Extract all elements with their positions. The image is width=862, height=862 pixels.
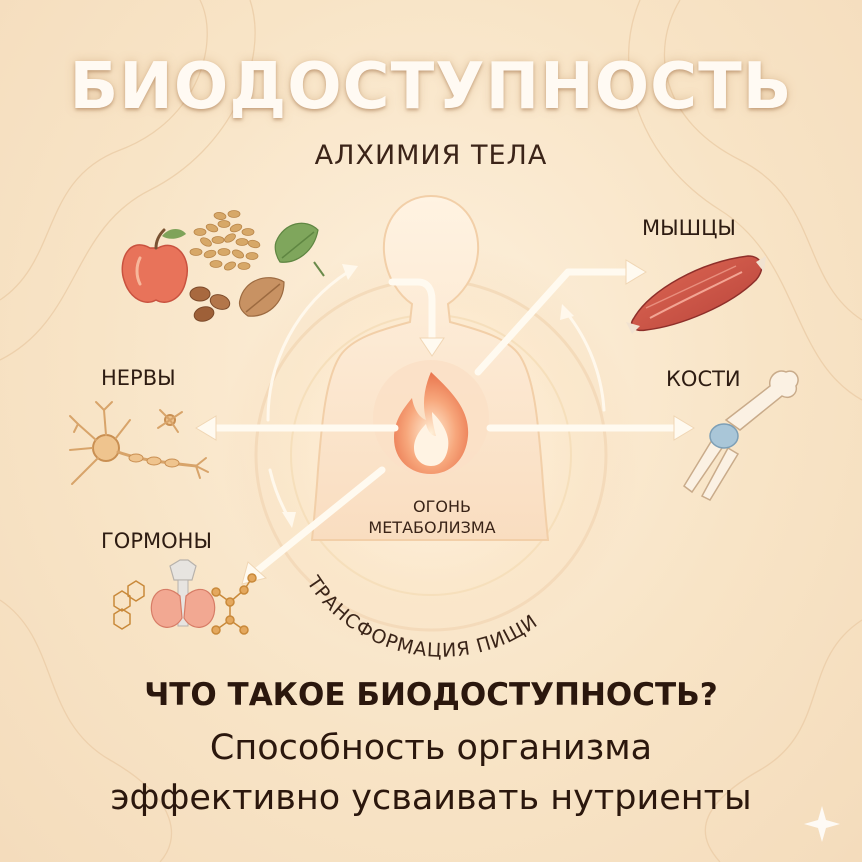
sparkle-icon [804, 806, 840, 842]
label-bones: КОСТИ [666, 367, 741, 391]
label-hormones: ГОРМОНЫ [101, 529, 212, 553]
molecule-icon [211, 573, 257, 635]
fire-icon [394, 372, 469, 474]
bone-icon [683, 370, 799, 501]
leaf-icon [274, 222, 325, 277]
dry-leaf-icon [238, 277, 285, 317]
question-heading: ЧТО ТАКОЕ БИОДОСТУПНОСТЬ? [144, 677, 718, 713]
food-group [121, 210, 325, 322]
definition-line1: Способность организма [209, 728, 653, 768]
page-title: БИОДОСТУПНОСТЬ [69, 50, 793, 124]
thyroid-icon [113, 559, 216, 630]
grains-icon [189, 210, 261, 271]
flow-arrows [206, 268, 684, 579]
definition-line2: эффективно усваивать нутриенты [110, 778, 752, 818]
nuts-icon [189, 286, 231, 322]
label-fire-line1: ОГОНЬ [413, 497, 471, 516]
muscle-icon [626, 255, 766, 334]
label-muscles: МЫШЦЫ [642, 216, 736, 240]
neuron-icon [69, 401, 209, 485]
cycle-arrow-heads [282, 264, 574, 528]
subtitle: АЛХИМИЯ ТЕЛА [314, 140, 548, 171]
label-nerves: НЕРВЫ [101, 366, 176, 390]
label-fire-line2: МЕТАБОЛИЗМА [368, 518, 496, 537]
apple-icon [121, 228, 188, 303]
